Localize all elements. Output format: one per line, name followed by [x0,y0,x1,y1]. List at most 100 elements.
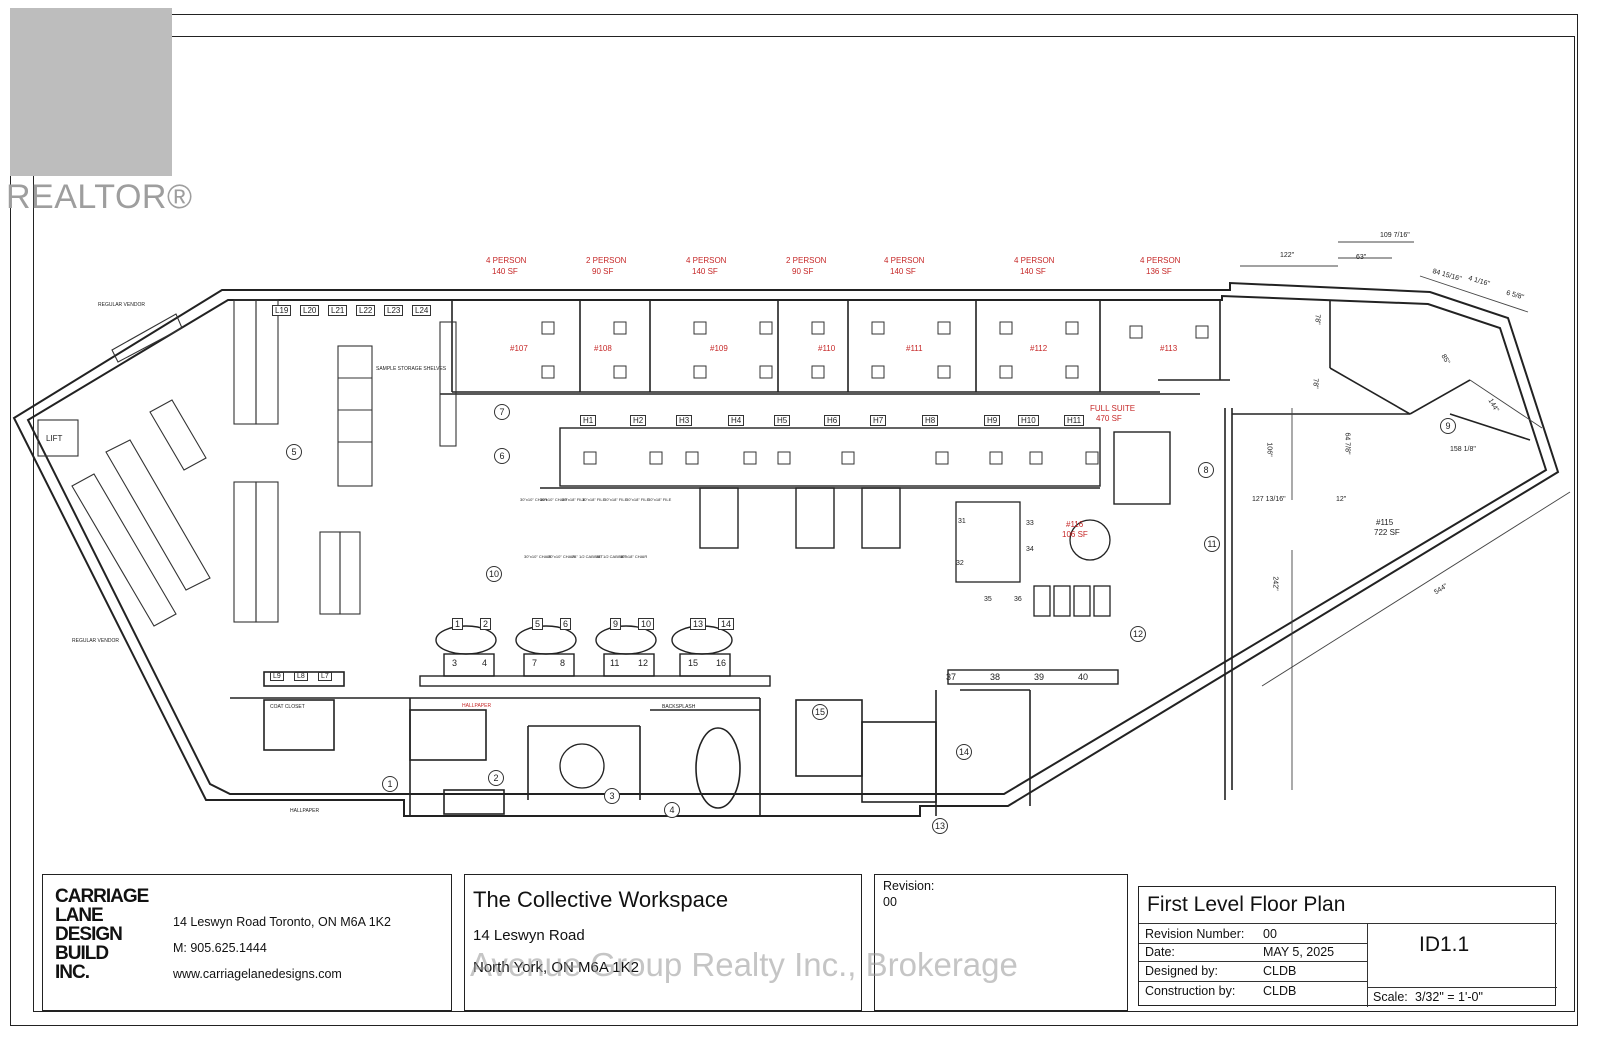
designer-website[interactable]: www.carriagelanedesigns.com [173,967,342,981]
realtor-logo: REALTOR® [6,8,196,218]
counter-number: 39 [1034,672,1045,682]
counter-number: 38 [990,672,1001,682]
suite-area-label: 140 SF [692,267,718,276]
construction-by-value: CLDB [1263,984,1297,998]
file-cabinet-label: 30"x18" FILE [582,497,606,502]
locker-label: L23 [384,305,404,316]
logo-line: DESIGN [55,924,123,945]
designer-logo: CARRIAGE LANE DESIGN BUILD INC. [55,887,149,993]
sheet-number: ID1.1 [1419,933,1470,956]
file-cabinet-label: 30"x18" CHAIR [620,554,648,559]
date-label: Date: [1145,945,1175,959]
designed-by-label: Designed by: [1145,964,1218,978]
project-block: The Collective Workspace 14 Leswyn Road … [464,874,862,1011]
dimension-label: 63" [1356,254,1367,261]
room-number-marker: 7 [494,404,510,420]
revision-label: Revision: [883,879,935,893]
file-cabinet-label: 30"x10" CHAIR [524,554,552,559]
bench-seat-number: 10 [638,618,655,630]
suite-area-label: 136 SF [1146,267,1172,276]
hallpaper-note: HALLPAPER [290,808,320,814]
shared-benches [419,625,1119,687]
suite-number-label: #111 [906,344,923,353]
seat-number: 35 [984,596,992,603]
bench-seat-number: 7 [532,658,538,668]
file-cabinet-label: 30"x18" FILE [648,497,672,502]
full-suite-area: 470 SF [1096,414,1122,423]
dimension-label: 122" [1280,252,1295,259]
bench-seat-number: 12 [638,658,649,668]
divider [1139,943,1367,944]
revision-number-label: Revision Number: [1145,927,1245,941]
project-street: 14 Leswyn Road [473,927,585,944]
logo-line: INC. [55,962,90,983]
designer-address: 14 Leswyn Road Toronto, ON M6A 1K2 [173,915,391,929]
file-cabinet-label: 24" 1/2 CABINET [572,554,603,559]
designer-phone: M: 905.625.1444 [173,941,267,955]
dimension-label: 78" [1311,378,1319,389]
hot-desk-label: H6 [824,415,841,426]
bench-seat-number: 8 [560,658,566,668]
coat-closet-label: COAT CLOSET [270,704,305,710]
seat-number: 33 [1026,520,1034,527]
dimension-label: 64 7/8" [1343,432,1351,455]
hallpaper-note: HALLPAPER [462,703,492,709]
suite-capacity-label: 4 PERSON [1014,256,1055,265]
locker-label: L9 [270,672,284,681]
hot-desk-area [540,427,1171,549]
meeting-furniture [559,501,1111,789]
suite-area-label: 90 SF [592,267,614,276]
file-cabinet-label: 30"x18" FILE [604,497,628,502]
suite-number-label: #108 [594,344,612,353]
suite-116-label: #116 [1066,520,1084,529]
exterior-walls [12,281,1560,817]
bench-seat-number: 11 [610,658,620,668]
bench-seat-number: 13 [690,618,707,630]
scale-value: 3/32" = 1'-0" [1415,990,1483,1004]
divider [1139,981,1367,982]
hot-desk-label: H10 [1018,415,1039,426]
designer-block: CARRIAGE LANE DESIGN BUILD INC. 14 Leswy… [42,874,452,1011]
dimension-label: 12" [1336,496,1347,503]
dimension-label: 78" [1313,314,1321,325]
suite-capacity-label: 4 PERSON [884,256,925,265]
room-number-marker: 3 [604,788,620,804]
locker-label: L24 [412,305,432,316]
bench-seat-number: 6 [560,618,572,630]
room-number-marker: 13 [932,818,948,834]
logo-line: BUILD [55,943,109,964]
sample-storage-note: SAMPLE STORAGE SHELVES [376,366,447,372]
seat-number: 31 [958,518,966,525]
dimension-label: 106" [1265,442,1273,457]
lower-rooms [230,671,1031,816]
suite-number-label: #107 [510,344,528,353]
logo-line: LANE [55,905,104,926]
suite-area-label: 140 SF [890,267,916,276]
locker-label: L19 [272,305,292,316]
project-city: North York, ON M6A 1K2 [473,959,639,976]
designed-by-value: CLDB [1263,964,1297,978]
locker-label: L20 [300,305,320,316]
date-value: MAY 5, 2025 [1263,945,1335,959]
drawing-frame [33,36,1575,1012]
file-cabinet-label: 30"x10" CHAIR [548,554,576,559]
suite-area-label: 140 SF [492,267,518,276]
suite-area-label: 140 SF [1020,267,1046,276]
bench-seat-number: 1 [452,618,464,630]
bench-seat-number: 4 [482,658,488,668]
room-number-marker: 15 [812,704,828,720]
suite-area-label: 90 SF [792,267,814,276]
suite-number-label: #110 [818,344,836,353]
file-cabinet-label: 30"x18" FILE [626,497,650,502]
diagonal-lockers [37,313,211,627]
revision-number-value: 00 [1263,927,1277,941]
suite-115-label: #115 [1376,518,1394,527]
dimension-lines [1240,241,1571,790]
bench-seat-number: 14 [718,618,735,630]
locker-label: L7 [318,672,332,681]
divider [1367,923,1368,1007]
realtor-r-mark [10,8,172,176]
dimension-label: 158 1/8" [1450,446,1476,453]
backsplash-label: BACKSPLASH [662,704,696,710]
room-number-marker: 1 [382,776,398,792]
